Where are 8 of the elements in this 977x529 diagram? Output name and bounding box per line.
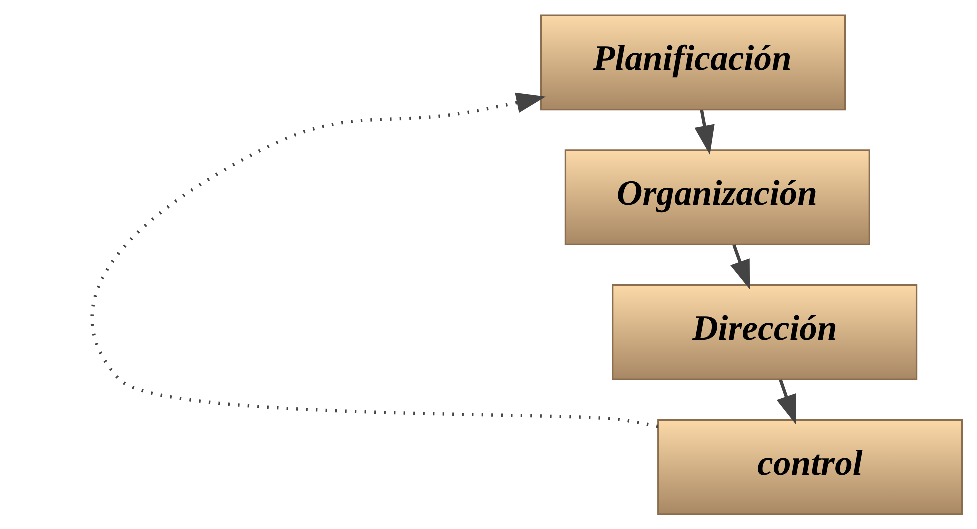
- node-box: Organización: [564, 149, 870, 245]
- arrow: [776, 379, 796, 424]
- arrow: [730, 244, 750, 290]
- arrow: [694, 110, 715, 154]
- node-box: control: [658, 418, 964, 515]
- node-box: Planificación: [540, 14, 846, 110]
- node-box: Dirección: [612, 284, 918, 380]
- arrow: [90, 92, 659, 428]
